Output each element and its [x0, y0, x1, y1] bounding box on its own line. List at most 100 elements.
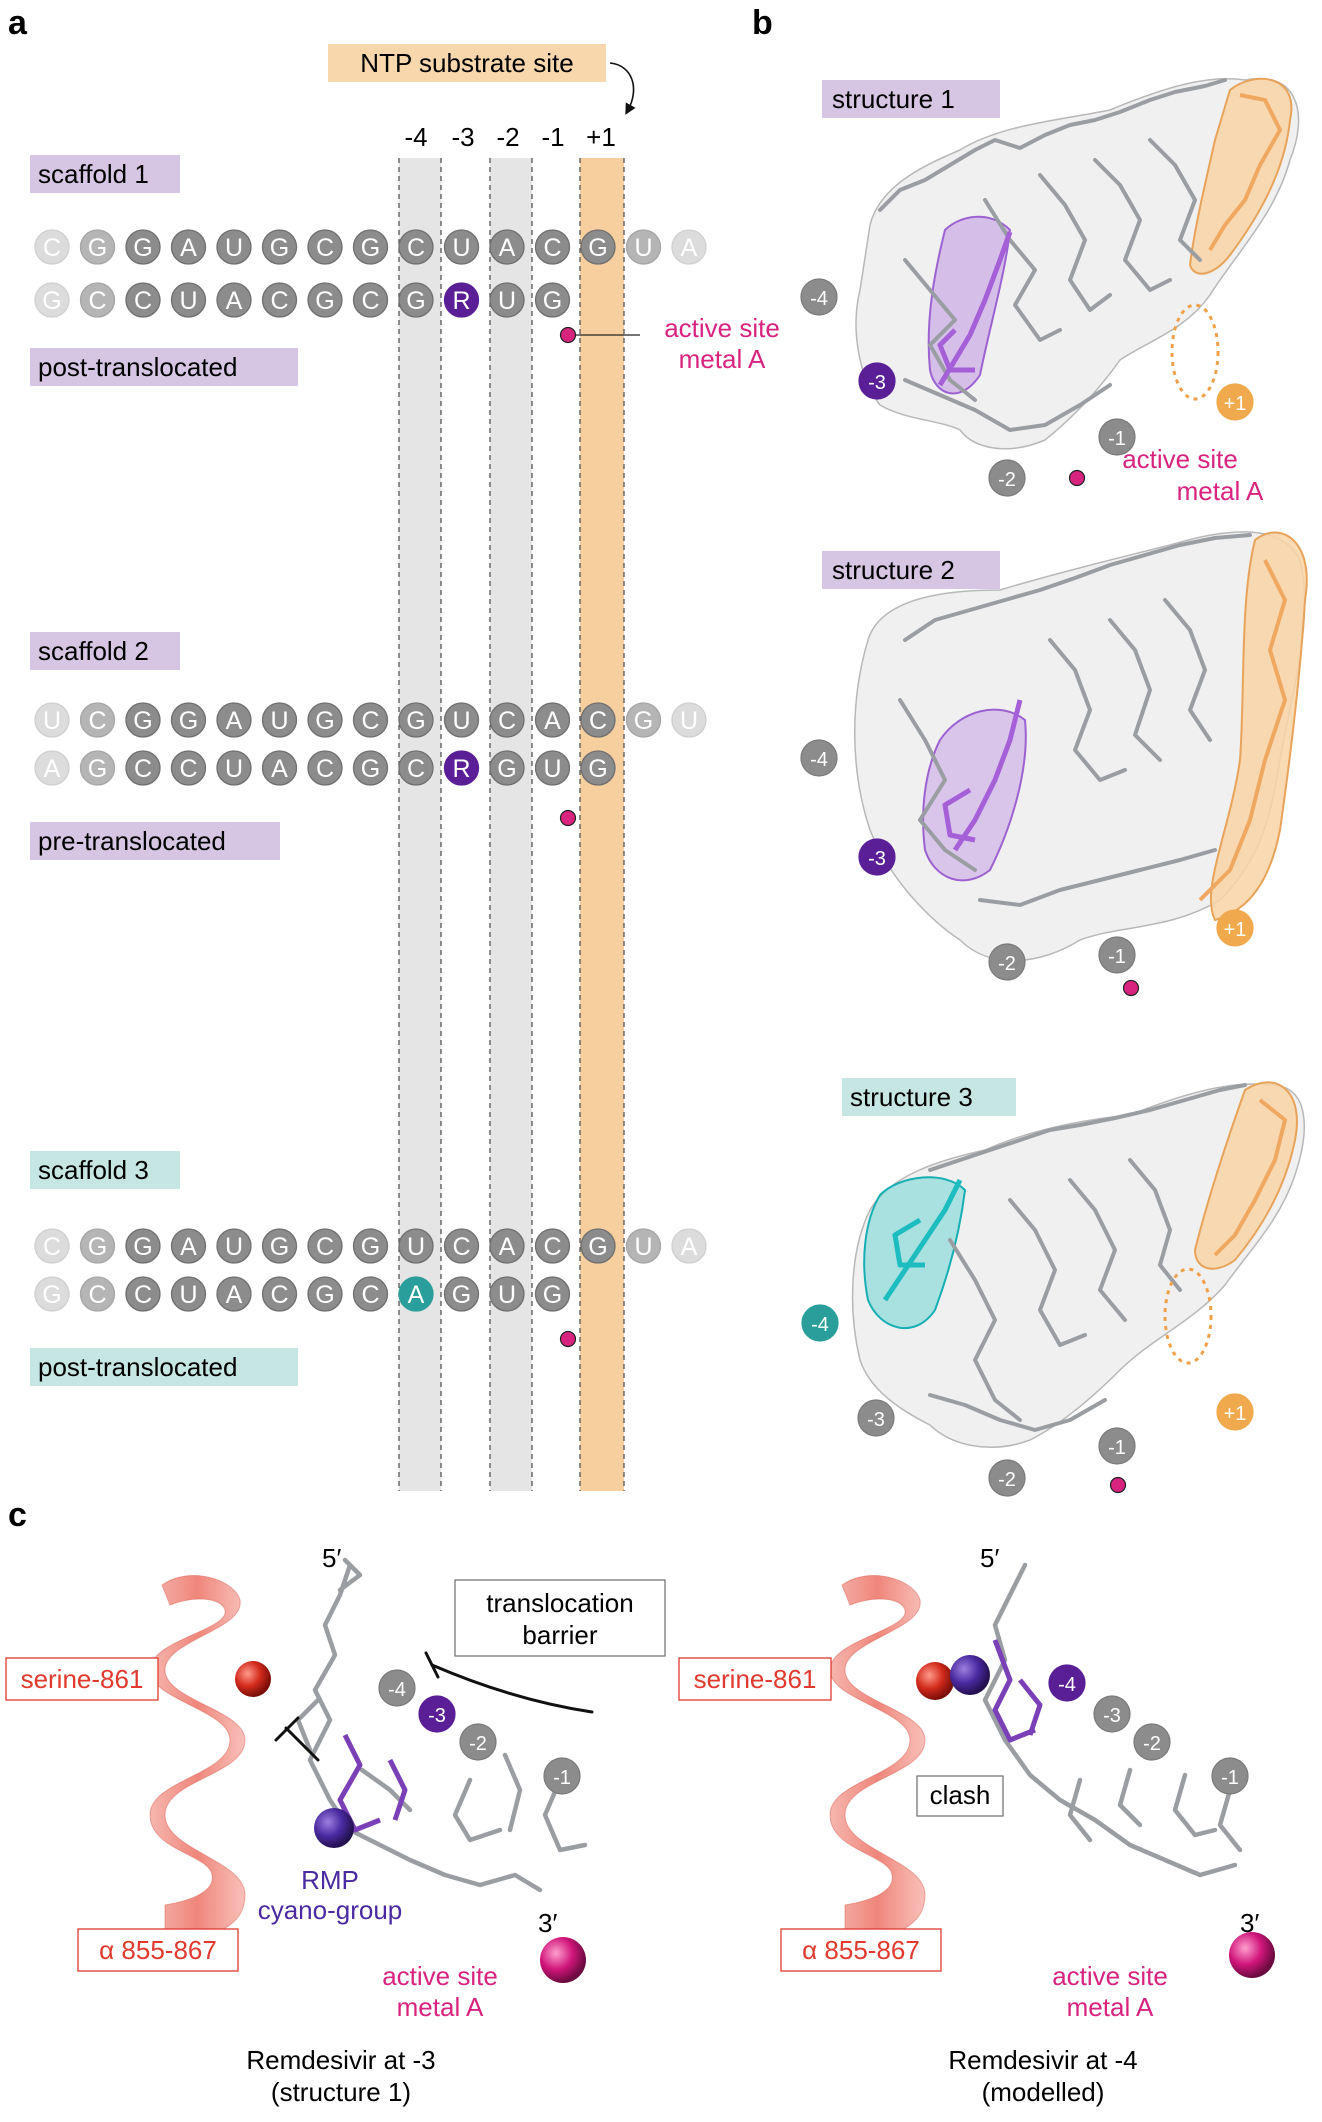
position-badge	[858, 362, 896, 400]
plus1-nucleotide-density	[1209, 531, 1308, 922]
metal-a-sphere	[1229, 1932, 1275, 1978]
nucleotide-circle	[261, 750, 298, 786]
nucleotide-letter: G	[406, 707, 425, 735]
nucleotide-letter: G	[88, 755, 107, 783]
position-badge	[1216, 383, 1254, 421]
band-dashed-lines	[398, 158, 625, 1491]
nucleotide-letter: C	[589, 707, 607, 735]
caption-left-line1: Remdesivir at -3	[246, 2045, 435, 2075]
nucleotide-circle	[79, 282, 116, 318]
plus1-sticks	[1208, 93, 1283, 252]
nucleotide-letter: A	[681, 234, 698, 262]
nucleotide-circle	[398, 1276, 434, 1312]
nucleotide-letter: C	[179, 755, 197, 783]
nucleotide-letter: C	[543, 234, 561, 262]
nucleotide-letter: G	[543, 287, 562, 315]
nucleotide-letter: G	[588, 234, 607, 262]
position-badge-label: +1	[1224, 1403, 1247, 1425]
scaffold-3-state-box	[30, 1348, 298, 1386]
structure-2-model	[854, 531, 1308, 962]
nucleotide-letter: U	[407, 1233, 425, 1261]
nucleotide-circle	[580, 229, 616, 265]
scaffold-2-label-box	[30, 632, 180, 670]
position-badge	[858, 838, 896, 876]
structure-3-label: structure 3	[850, 1082, 973, 1112]
band-minus4	[399, 158, 441, 1491]
position-badge-label: -4	[810, 288, 828, 310]
position-badge-label: -4	[810, 749, 828, 771]
nucleotide-circle	[79, 229, 116, 265]
metal-label-line1: active site	[664, 313, 780, 343]
position-badge	[1098, 418, 1136, 456]
position-badge-label: -2	[998, 469, 1016, 491]
nucleotide-letter: U	[680, 707, 698, 735]
caption-right-line2: (modelled)	[982, 2077, 1105, 2107]
nucleotide-letter: G	[315, 707, 334, 735]
nucleotide-circle	[307, 750, 343, 786]
empty-plus1-site	[1163, 1267, 1213, 1365]
remdesivir-sticks-left	[337, 1733, 408, 1833]
rmp-label-line1: RMP	[301, 1865, 359, 1895]
nucleotide-circle	[170, 750, 207, 786]
nucleotide-circle	[489, 1276, 525, 1312]
position-badge	[459, 1723, 497, 1761]
nucleotide-circle	[34, 702, 70, 738]
nucleotide-circle	[534, 1276, 571, 1312]
nucleotide-circle	[261, 702, 298, 738]
nucleotide-circle	[307, 1276, 343, 1312]
nucleotide-circle	[489, 1228, 525, 1264]
nucleotide-letter: C	[134, 755, 152, 783]
remdesivir-sticks	[882, 1178, 963, 1302]
nucleotide-circle	[34, 229, 70, 265]
nucleotide-letter: R	[452, 755, 470, 783]
position-badge	[543, 1757, 581, 1795]
nucleotide-circle	[443, 282, 480, 318]
nucleotide-circle	[307, 1228, 343, 1264]
helix-label-box	[77, 1928, 239, 1972]
three-prime-label: 3′	[1240, 1908, 1259, 1938]
metal-label-line2: metal A	[679, 344, 766, 374]
clash-label-box	[916, 1775, 1004, 1817]
helix-right	[829, 1575, 926, 1936]
nucleotide-circle	[307, 702, 343, 738]
nucleotide-letter: U	[498, 287, 516, 315]
nucleotide-letter: G	[315, 1281, 334, 1309]
nucleotide-circle	[443, 1228, 480, 1264]
nucleotide-letter: U	[634, 1233, 652, 1261]
position-badge	[378, 1669, 416, 1707]
nucleotide-letter: G	[179, 707, 198, 735]
structure-1-model	[855, 77, 1300, 450]
plus1-nucleotide-density	[1193, 1081, 1298, 1270]
nucleotide-circle	[34, 282, 70, 318]
five-prime-label: 5′	[980, 1543, 999, 1573]
scaffold-3-label: scaffold 3	[38, 1155, 149, 1185]
nucleotide-circle	[170, 702, 207, 738]
nucleotide-circle	[125, 702, 161, 738]
nucleotide-circle	[261, 1228, 298, 1264]
position-label: +1	[586, 122, 616, 152]
position-badge	[800, 278, 838, 316]
nucleotide-circle	[216, 1276, 252, 1312]
rna-sticks	[928, 1083, 1247, 1432]
serine-label: serine-861	[694, 1664, 817, 1694]
rna-sticks-right	[982, 1562, 1243, 1878]
nucleotide-circle	[125, 229, 161, 265]
panel-c: translocation barrier 5′ 3′ serine-861 α…	[5, 1543, 1275, 2107]
nucleotide-letter: C	[88, 707, 106, 735]
rmp-cyano-sphere	[950, 1655, 990, 1695]
barrier-line1: translocation	[486, 1588, 633, 1618]
position-badge	[857, 1399, 895, 1437]
nucleotide-circle	[307, 229, 343, 265]
nucleotide-circle	[79, 1276, 116, 1312]
helix-left	[149, 1575, 246, 1936]
metal-a-dot	[1068, 469, 1086, 487]
structure-2-label: structure 2	[832, 555, 955, 585]
nucleotide-circle	[170, 229, 207, 265]
nucleotide-circle	[580, 1228, 616, 1264]
nucleotide-circle	[443, 702, 480, 738]
nucleotide-letter: G	[88, 1233, 107, 1261]
scaffold-2-state-box	[30, 822, 280, 860]
remdesivir-sticks-right	[992, 1639, 1043, 1743]
